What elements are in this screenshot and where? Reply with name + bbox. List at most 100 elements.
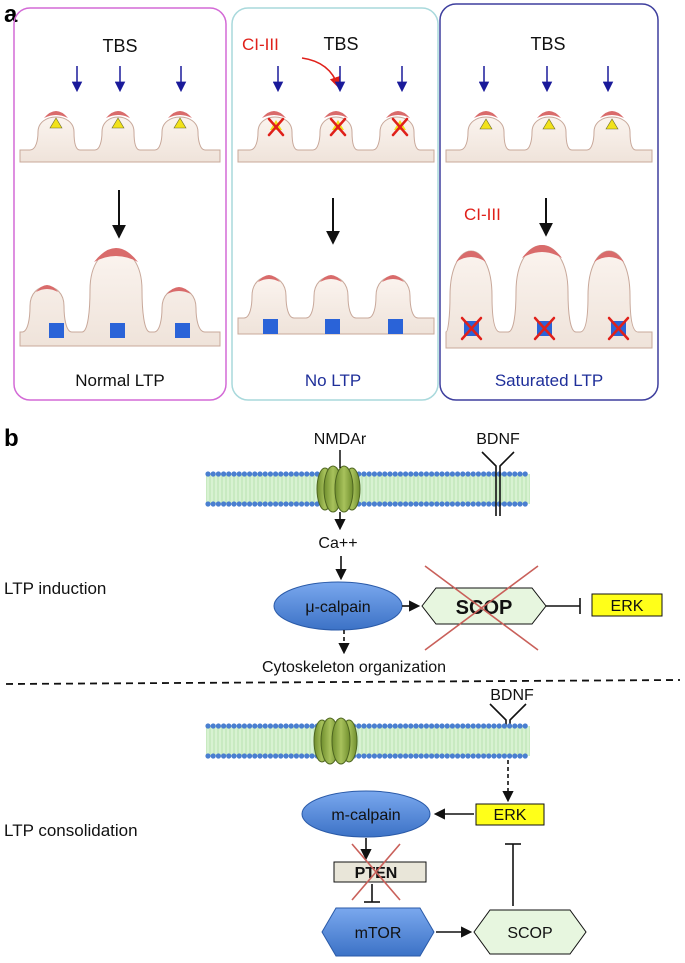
lipid-bead [210,753,216,759]
lipid-bead [293,753,299,759]
lipid-bead [226,471,232,477]
lipid-bead [210,501,216,507]
lipid-bead [262,501,268,507]
lipid-bead [408,471,414,477]
lipid-bead [522,753,528,759]
stimulus-label-saturated: TBS [530,34,565,54]
m-calpain-label: m-calpain [331,807,400,824]
lipid-bead [241,753,247,759]
lipid-bead [413,471,419,477]
caption-saturated: Saturated LTP [495,371,603,390]
lipid-bead [221,753,227,759]
lipid-bead [205,753,211,759]
lipid-bead [262,723,268,729]
bdnf-receptor-icon [481,451,515,516]
lipid-bead [475,471,481,477]
lipid-bead [517,753,523,759]
lipid-bead [247,753,253,759]
receptor-triangle [542,118,556,130]
dendrite-bottom-saturated [445,245,653,349]
lipid-bead [439,753,445,759]
lipid-bead [252,501,258,507]
lipid-bead [366,501,372,507]
lipid-bead [413,723,419,729]
lipid-bead [387,501,393,507]
lipid-bead [491,723,497,729]
lipid-bead [283,501,289,507]
lipid-bead [496,753,502,759]
lipid-bead [293,723,299,729]
expression-square [325,319,340,334]
lipid-bead [481,471,487,477]
lipid-bead [283,471,289,477]
lipid-bead [444,753,450,759]
lipid-bead [257,471,263,477]
lipid-bead [522,471,528,477]
lipid-bead [408,501,414,507]
lipid-bead [423,471,429,477]
lipid-bead [210,471,216,477]
lipid-bead [517,501,523,507]
lipid-bead [517,471,523,477]
lipid-bead [257,753,263,759]
lipid-bead [215,723,221,729]
lipid-bead [512,723,518,729]
nmda-channel-icon [313,717,358,765]
column-frame-saturated [439,3,659,401]
lipid-bead [522,501,528,507]
lipid-bead [481,501,487,507]
lipid-bead [226,723,232,729]
lipid-bead [507,501,513,507]
lipid-bead [449,723,455,729]
lipid-bead [429,471,435,477]
lipid-bead [455,471,461,477]
lipid-bead [470,471,476,477]
lipid-bead [418,753,424,759]
lipid-bead [486,501,492,507]
lipid-bead [481,753,487,759]
lipid-bead [288,471,294,477]
lipid-bead [252,723,258,729]
lipid-bead [418,471,424,477]
lipid-bead [366,753,372,759]
lipid-bead [304,471,310,477]
scop-label-consolidation: SCOP [507,925,552,942]
lipid-bead [434,723,440,729]
lipid-bead [475,501,481,507]
lipid-bead [429,501,435,507]
receptor-triangle [479,118,493,130]
lipid-bead [278,723,284,729]
blocked-mark [460,316,630,341]
lipid-bead [434,753,440,759]
lipid-bead [257,723,263,729]
lipid-bead [470,753,476,759]
membrane-induction [205,471,530,507]
lipid-bead [288,753,294,759]
lipid-bead [215,501,221,507]
lipid-bead [361,501,367,507]
dendrite-bottom-normal [19,248,221,347]
lipid-bead [387,753,393,759]
dendrite-top-saturated [445,111,653,163]
lipid-bead [392,471,398,477]
lipid-bead [377,723,383,729]
lipid-bead [371,471,377,477]
scop-knockout-mark [424,565,539,651]
lipid-bead [439,723,445,729]
erk-label-consolidation: ERK [494,807,527,824]
lipid-bead [231,723,237,729]
lipid-bead [356,753,362,759]
mtor-node [321,907,435,957]
lipid-bead [247,501,253,507]
lipid-bead [377,501,383,507]
lipid-bead [241,723,247,729]
receptor-triangle [173,117,187,129]
lipid-bead [382,501,388,507]
lipid-bead [501,471,507,477]
lipid-bead [387,723,393,729]
lipid-bead [205,723,211,729]
lipid-bead [439,471,445,477]
lipid-bead [392,753,398,759]
lipid-bead [267,471,273,477]
lipid-bead [226,753,232,759]
